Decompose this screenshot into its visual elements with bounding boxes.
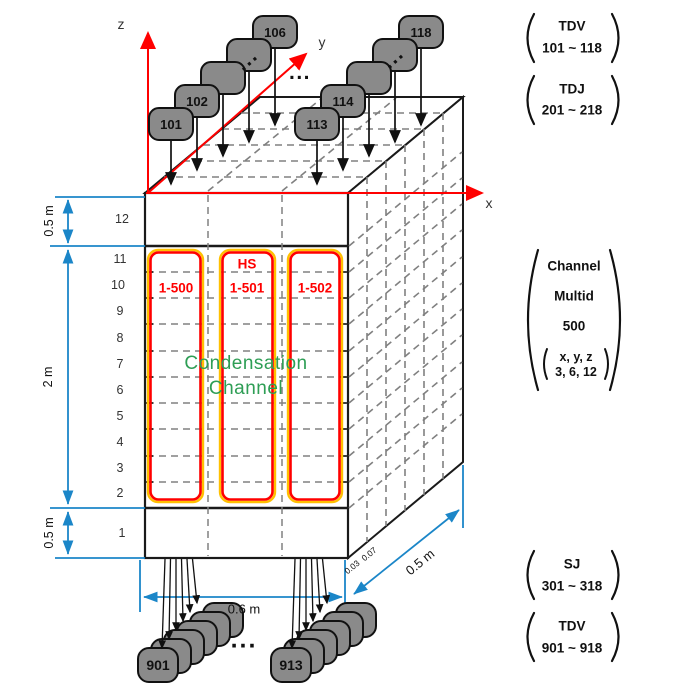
row-number-1: 1: [118, 526, 126, 540]
row-number-6: 6: [116, 383, 124, 397]
annotation-multid-line2: Multid: [554, 288, 594, 304]
annotation-parentheses: [526, 12, 622, 663]
row-number-3: 3: [116, 461, 124, 475]
annotation-multid-axes: x, y, z: [559, 350, 593, 364]
annotation-tdj-name: TDJ: [559, 81, 585, 97]
top-node-101: 101: [148, 107, 194, 141]
annotation-tdv-bot-name: TDV: [558, 618, 586, 634]
dim-left-middle: 2 m: [41, 366, 55, 388]
condensation-channels: [146, 248, 344, 504]
top-node: [200, 61, 246, 95]
top-node-118: 118: [398, 15, 444, 49]
channel-label-1-502: 1-502: [297, 280, 333, 296]
ellipsis-top-middle: ...: [288, 61, 312, 84]
row-number-12: 12: [115, 212, 129, 226]
right-face-grid: [348, 113, 463, 542]
dim-left-top: 0.5 m: [42, 205, 56, 237]
channel-label-1-501: 1-501: [229, 280, 265, 296]
annotation-sj-range: 301 ~ 318: [541, 578, 603, 594]
dim-left-bottom: 0.5 m: [42, 517, 56, 549]
y-axis-label: y: [318, 34, 326, 50]
annotation-tdv-bot-range: 901 ~ 918: [541, 640, 603, 656]
row-number-2: 2: [116, 486, 124, 500]
row-number-8: 8: [116, 331, 124, 345]
row-number-5: 5: [116, 409, 124, 423]
annotation-sj-name: SJ: [563, 556, 581, 572]
ellipsis-bottom: ...: [230, 625, 258, 654]
annotation-tdv-top-range: 101 ~ 118: [542, 40, 602, 56]
x-axis-label: x: [485, 195, 493, 211]
bottom-node-913: 913: [270, 647, 312, 683]
annotation-tdj-range: 201 ~ 218: [541, 102, 603, 118]
top-junction-arrows: [165, 49, 427, 186]
heat-structure-label: HS: [237, 256, 257, 272]
annotation-tdv-top-name: TDV: [558, 18, 586, 34]
z-axis-label: z: [117, 16, 125, 32]
dimension-lines: [50, 196, 464, 612]
row-number-10: 10: [111, 278, 125, 292]
bottom-node-901: 901: [137, 647, 179, 683]
condensation-channel-text-line2: Channel: [208, 378, 284, 399]
row-number-9: 9: [116, 304, 124, 318]
annotation-multid-line1: Channel: [547, 258, 601, 274]
row-number-11: 11: [113, 252, 127, 266]
dim-bottom-width: 0.6 m: [227, 601, 261, 617]
channel-label-1-500: 1-500: [158, 280, 194, 296]
front-face-grid: [145, 195, 348, 556]
y-axis: [147, 52, 308, 194]
box-faces: [142, 94, 466, 561]
condensation-channel-text-line1: Condensation: [184, 353, 308, 374]
annotation-multid-dims: 3, 6, 12: [555, 365, 597, 379]
row-number-7: 7: [116, 357, 124, 371]
annotation-multid-line3: 500: [562, 318, 586, 334]
row-number-4: 4: [116, 435, 124, 449]
top-node-113: 113: [294, 107, 340, 141]
